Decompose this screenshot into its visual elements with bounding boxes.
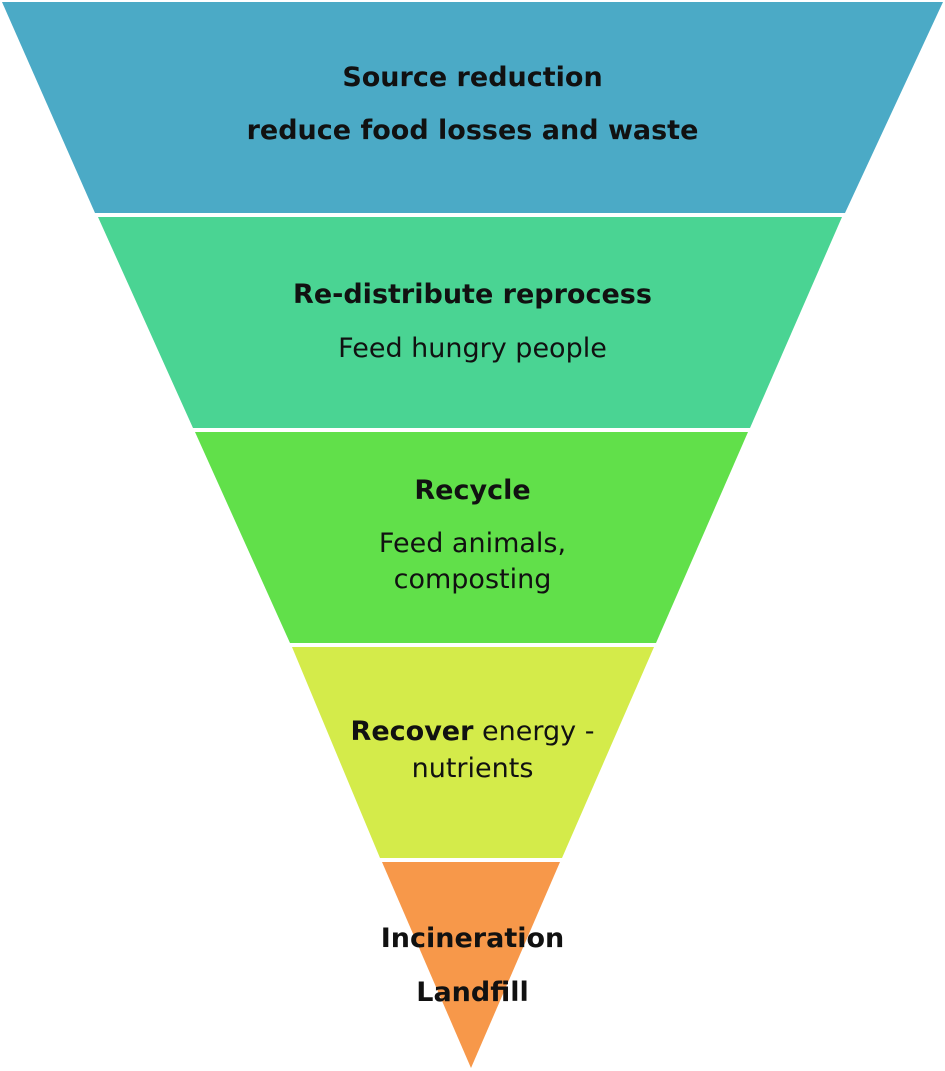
tier-recover-line1: Recover energy - [0, 716, 945, 748]
tier-recycle-title: Recycle [414, 475, 531, 506]
tier-incineration-title: Incineration [380, 923, 565, 954]
tier-redistribute-subtitle: Feed hungry people [338, 333, 607, 364]
tier-recover-title: Recover [350, 716, 474, 747]
tier-incineration-shape [382, 862, 560, 1068]
tier-recover-title-suffix: energy - [482, 716, 595, 747]
tier-source-reduction-title: Source reduction [342, 62, 603, 93]
tier-incineration-subtitle: Landfill [416, 977, 529, 1008]
tier-redistribute-title: Re-distribute reprocess [293, 279, 652, 310]
tier-recycle-subtitle-line1: Feed animals, [378, 528, 567, 559]
tier-redistribute-shape [98, 217, 842, 428]
tier-recycle-shape [195, 432, 748, 643]
tier-source-reduction-shape [2, 2, 943, 213]
tier-recover-subtitle: nutrients [411, 753, 534, 784]
tier-recycle-subtitle-line2: composting [393, 564, 552, 595]
tier-recover-shape [292, 647, 654, 858]
tier-source-reduction-subtitle: reduce food losses and waste [246, 115, 699, 146]
